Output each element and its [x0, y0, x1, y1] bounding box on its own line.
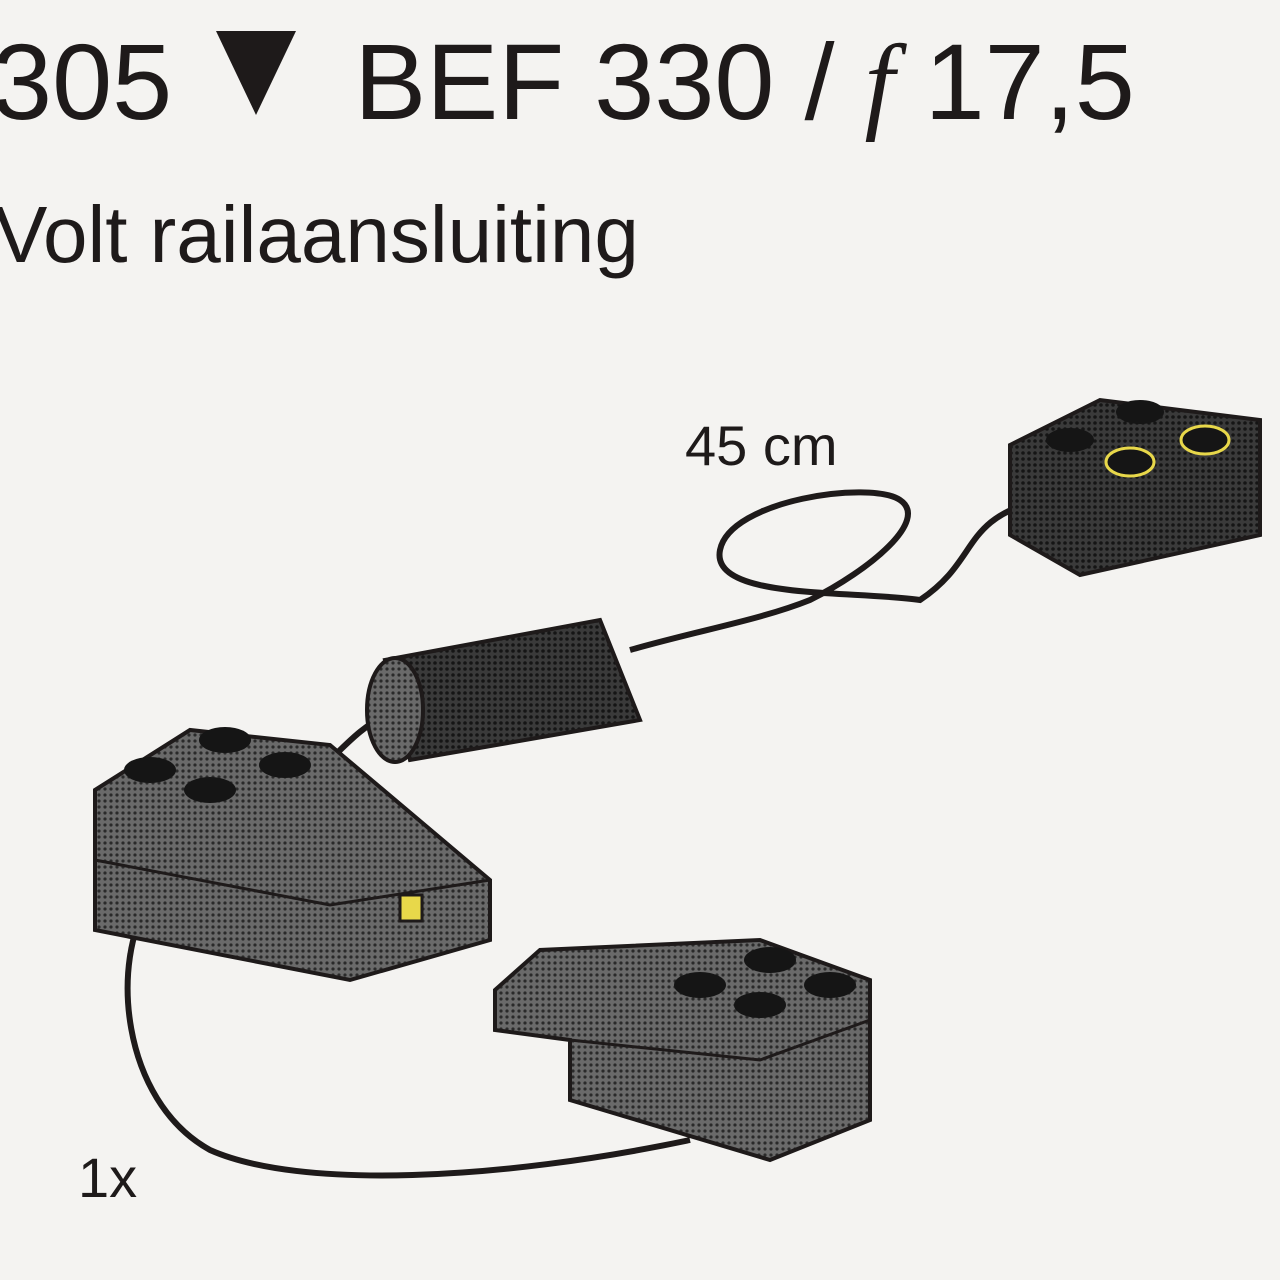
- transformer-cylinder: [365, 617, 643, 764]
- product-subtitle: Volt railaansluiting: [0, 190, 639, 279]
- speed-regulator-brick: [93, 727, 492, 983]
- price-separator: /: [804, 21, 835, 142]
- currency-symbol: f: [864, 24, 895, 143]
- price-bef: BEF 330: [354, 21, 775, 142]
- down-triangle-icon: [216, 31, 297, 115]
- track-connector-brick: [493, 937, 872, 1163]
- product-heading: 305 BEF 330 / f 17,5: [0, 28, 1135, 138]
- price-nlg: 17,5: [924, 21, 1135, 142]
- cable-length-label: 45 cm: [685, 414, 838, 477]
- rail-connector-brick: [1008, 397, 1262, 578]
- item-number: 305: [0, 21, 173, 142]
- quantity-label: 1x: [78, 1146, 138, 1209]
